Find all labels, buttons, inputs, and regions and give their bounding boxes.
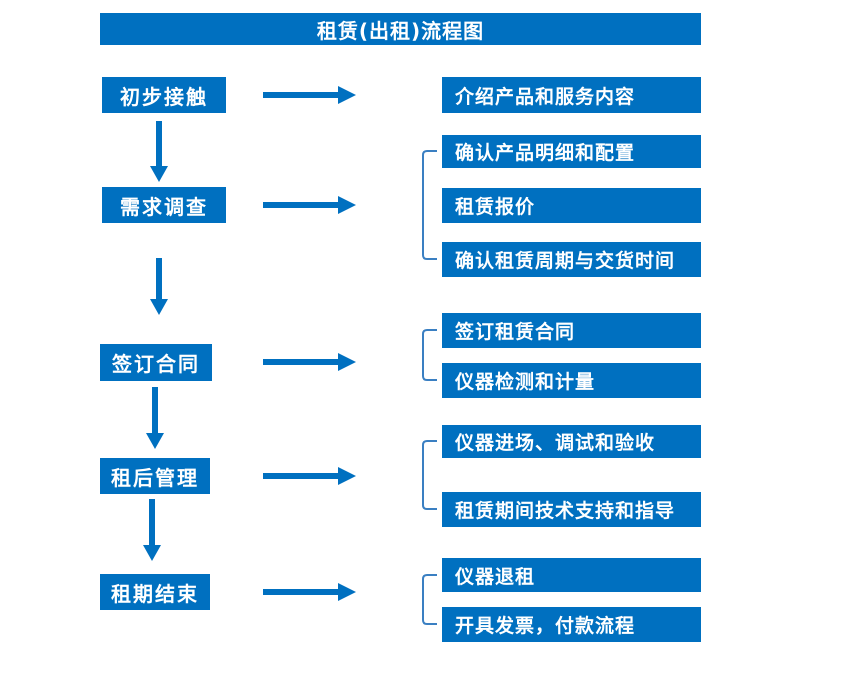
step-box-demand-survey: 需求调查 [102,187,226,223]
detail-box-introduce-products-services: 介绍产品和服务内容 [442,77,701,113]
arrow-head [143,545,161,561]
detail-box-instrument-return: 仪器退租 [442,558,701,592]
arrow-step2-to-step3 [150,258,168,315]
arrow-head [338,196,356,214]
arrow-head [338,86,356,104]
detail-box-rental-quote: 租赁报价 [442,188,701,223]
arrow-rental-end-to-details [263,583,356,601]
arrow-step4-to-step5 [143,499,161,561]
bracket-post-rental-details [422,440,437,510]
arrow-head [146,433,164,449]
arrow-step1-to-step2 [150,121,168,182]
arrow-head [338,583,356,601]
arrow-initial-contact-to-details [263,86,356,104]
step-box-post-rental-management: 租后管理 [100,458,210,494]
arrow-sign-contract-to-details [263,353,356,371]
step-box-sign-contract: 签订合同 [100,344,212,381]
bracket-demand-survey-details [422,150,437,260]
detail-box-instrument-setup-acceptance: 仪器进场、调试和验收 [442,425,701,458]
step-box-initial-contact: 初步接触 [102,77,226,113]
bracket-rental-end-details [422,574,437,625]
arrow-demand-survey-to-details [263,196,356,214]
detail-box-instrument-testing-metering: 仪器检测和计量 [442,363,701,398]
page-title: 租赁(出租)流程图 [100,13,701,45]
step-box-rental-end: 租期结束 [100,574,210,610]
detail-box-invoice-payment-process: 开具发票，付款流程 [442,607,701,642]
arrow-head [150,299,168,315]
arrow-step3-to-step4 [146,387,164,449]
detail-box-confirm-product-details: 确认产品明细和配置 [442,135,701,168]
detail-box-sign-rental-contract: 签订租赁合同 [442,313,701,348]
arrow-head [338,353,356,371]
arrow-head [150,166,168,182]
arrow-head [338,467,356,485]
bracket-sign-contract-details [422,329,437,381]
arrow-post-rental-to-details [263,467,356,485]
detail-box-tech-support-guidance: 租赁期间技术支持和指导 [442,492,701,527]
detail-box-confirm-period-delivery: 确认租赁周期与交货时间 [442,242,701,277]
